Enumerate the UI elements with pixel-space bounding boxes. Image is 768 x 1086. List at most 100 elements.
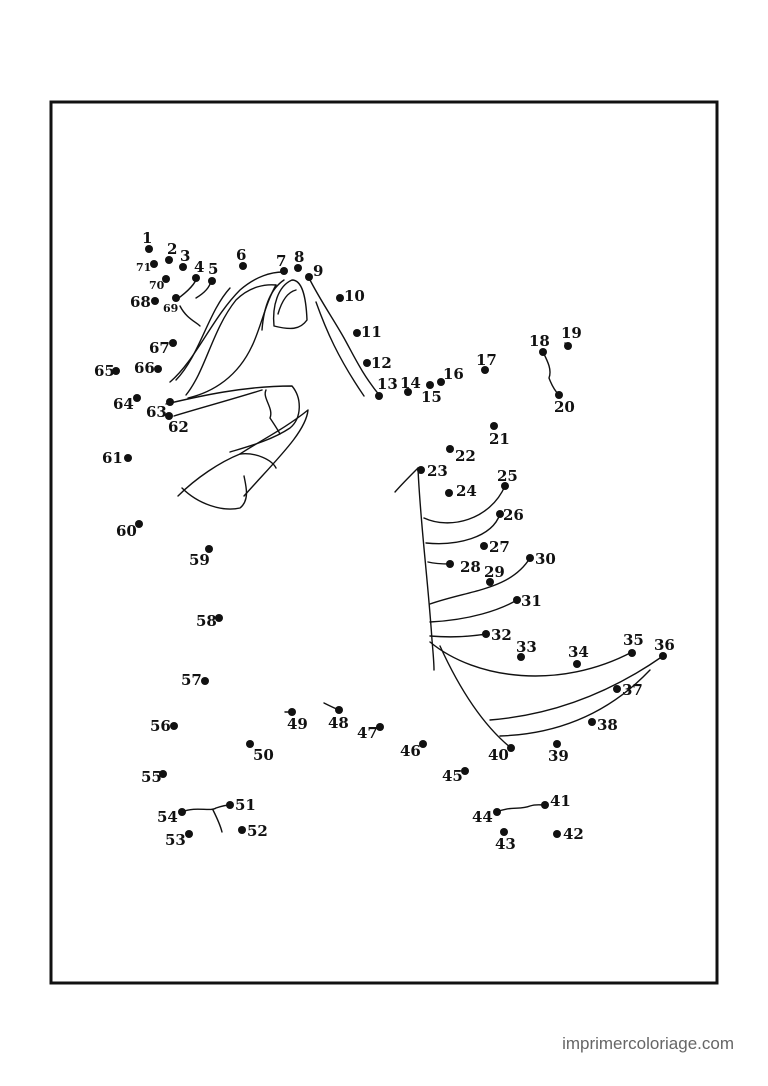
dot-32 <box>482 630 490 638</box>
horse-drawing <box>165 271 664 833</box>
dot-number-9: 9 <box>313 262 323 280</box>
dot-66 <box>154 365 162 373</box>
dot-number-34: 34 <box>568 643 589 661</box>
dot-number-66: 66 <box>134 359 155 377</box>
dot-26 <box>496 510 504 518</box>
dot-28 <box>446 560 454 568</box>
dot-61 <box>124 454 132 462</box>
dot-16 <box>437 378 445 386</box>
dot-4 <box>192 274 200 282</box>
dot-number-62: 62 <box>168 418 189 436</box>
dot-number-22: 22 <box>455 447 476 465</box>
dot-number-44: 44 <box>472 808 493 826</box>
dot-number-71: 71 <box>136 261 151 274</box>
dot-5 <box>208 277 216 285</box>
dot-40 <box>507 744 515 752</box>
dot-53 <box>185 830 193 838</box>
dot-number-15: 15 <box>421 388 442 406</box>
dot-23 <box>417 466 425 474</box>
dot-number-7: 7 <box>276 252 286 270</box>
dot-number-40: 40 <box>488 746 509 764</box>
dot-11 <box>353 329 361 337</box>
dot-8 <box>294 264 302 272</box>
dot-number-38: 38 <box>597 716 618 734</box>
dot-number-54: 54 <box>157 808 178 826</box>
dot-67 <box>169 339 177 347</box>
dot-number-70: 70 <box>149 279 165 292</box>
dot-47 <box>376 723 384 731</box>
dot-56 <box>170 722 178 730</box>
dot-30 <box>526 554 534 562</box>
dot-number-4: 4 <box>194 258 204 276</box>
dot-37 <box>613 685 621 693</box>
dot-20 <box>555 391 563 399</box>
dot-33 <box>517 653 525 661</box>
dot-29 <box>486 578 494 586</box>
dot-number-46: 46 <box>400 742 421 760</box>
dot-number-12: 12 <box>371 354 392 372</box>
dot-number-59: 59 <box>189 551 210 569</box>
dot-65 <box>112 367 120 375</box>
dot-number-16: 16 <box>443 365 464 383</box>
dot-number-23: 23 <box>427 462 448 480</box>
dot-number-8: 8 <box>294 248 304 266</box>
dot-14 <box>404 388 412 396</box>
dot-18 <box>539 348 547 356</box>
dot-number-52: 52 <box>247 822 268 840</box>
dot-6 <box>239 262 247 270</box>
dot-number-10: 10 <box>344 287 365 305</box>
dot-52 <box>238 826 246 834</box>
dot-number-57: 57 <box>181 671 202 689</box>
dot-number-42: 42 <box>563 825 584 843</box>
dot-number-43: 43 <box>495 835 516 853</box>
dot-number-48: 48 <box>328 714 349 732</box>
dot-number-30: 30 <box>535 550 556 568</box>
dot-number-37: 37 <box>622 681 643 699</box>
dot-13 <box>375 392 383 400</box>
dot-70 <box>162 275 170 283</box>
dot-31 <box>513 596 521 604</box>
dot-number-24: 24 <box>456 482 477 500</box>
site-watermark: imprimercoloriage.com <box>562 1034 734 1053</box>
dot-44 <box>493 808 501 816</box>
dot-48 <box>335 706 343 714</box>
dot-number-35: 35 <box>623 631 644 649</box>
dot-number-50: 50 <box>253 746 274 764</box>
dot-41 <box>541 801 549 809</box>
dot-number-65: 65 <box>94 362 115 380</box>
dot-50 <box>246 740 254 748</box>
dot-number-63: 63 <box>146 403 167 421</box>
dot-number-17: 17 <box>476 351 497 369</box>
dot-number-41: 41 <box>550 792 571 810</box>
dot-number-18: 18 <box>529 332 550 350</box>
dot-number-1: 1 <box>142 229 152 247</box>
dot-45 <box>461 767 469 775</box>
dot-39 <box>553 740 561 748</box>
dot-58 <box>215 614 223 622</box>
dot-number-58: 58 <box>196 612 217 630</box>
dot-2 <box>165 256 173 264</box>
dot-number-25: 25 <box>497 467 518 485</box>
dot-42 <box>553 830 561 838</box>
dot-number-20: 20 <box>554 398 575 416</box>
dot-57 <box>201 677 209 685</box>
dot-9 <box>305 273 313 281</box>
dot-number-55: 55 <box>141 768 162 786</box>
dot-number-49: 49 <box>287 715 308 733</box>
dot-number-32: 32 <box>491 626 512 644</box>
dot-number-13: 13 <box>377 375 398 393</box>
dot-number-27: 27 <box>489 538 510 556</box>
dot-7 <box>280 267 288 275</box>
dot-36 <box>659 652 667 660</box>
dot-19 <box>564 342 572 350</box>
dot-38 <box>588 718 596 726</box>
dot-12 <box>363 359 371 367</box>
dot-number-45: 45 <box>442 767 463 785</box>
dot-number-51: 51 <box>235 796 256 814</box>
dot-1 <box>145 245 153 253</box>
dot-number-14: 14 <box>400 374 421 392</box>
dot-number-21: 21 <box>489 430 510 448</box>
dot-22 <box>446 445 454 453</box>
dot-number-61: 61 <box>102 449 123 467</box>
